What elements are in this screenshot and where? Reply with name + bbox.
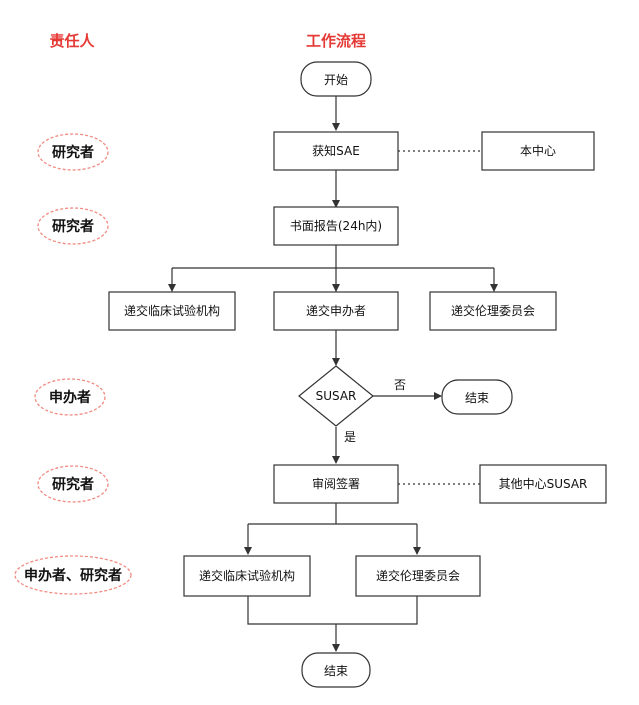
edge-label-no: 否 <box>394 378 406 392</box>
node-end-2-label: 结束 <box>324 664 348 678</box>
role-researcher-2-label: 研究者 <box>52 218 94 235</box>
node-other-centers-susar: 其他中心SUSAR <box>479 464 607 504</box>
node-submit-institution-1-label: 递交临床试验机构 <box>124 303 220 318</box>
node-other-centers-susar-label: 其他中心SUSAR <box>499 476 588 491</box>
role-sponsor-researcher: 申办者、研究者 <box>14 555 132 595</box>
role-researcher-3-label: 研究者 <box>52 476 94 493</box>
node-susar-label: SUSAR <box>316 389 357 403</box>
edge-label-yes: 是 <box>344 430 356 444</box>
node-submit-institution-1: 递交临床试验机构 <box>108 291 236 331</box>
role-sponsor-label: 申办者 <box>49 389 91 406</box>
node-submit-ethics-2: 递交伦理委员会 <box>355 555 481 597</box>
edge-merge <box>247 596 418 625</box>
node-submit-institution-2: 递交临床试验机构 <box>183 555 311 597</box>
node-end-2: 结束 <box>301 652 371 688</box>
node-submit-ethics-1-label: 递交伦理委员会 <box>451 303 535 318</box>
node-obtain-sae: 获知SAE <box>273 131 399 171</box>
node-submit-sponsor: 递交申办者 <box>273 291 399 331</box>
node-submit-ethics-2-label: 递交伦理委员会 <box>376 568 460 583</box>
node-center-label: 本中心 <box>520 143 556 158</box>
role-researcher-1: 研究者 <box>37 133 109 171</box>
header-responsible: 责任人 <box>49 32 95 50</box>
node-start: 开始 <box>300 61 372 97</box>
role-researcher-2: 研究者 <box>37 207 109 245</box>
node-submit-ethics-1: 递交伦理委员会 <box>429 291 557 331</box>
role-researcher-3: 研究者 <box>37 465 109 503</box>
node-obtain-sae-label: 获知SAE <box>312 144 360 158</box>
node-written-report-label: 书面报告(24h内) <box>290 218 382 233</box>
node-end-1: 结束 <box>441 379 513 415</box>
node-end-1-label: 结束 <box>465 391 489 405</box>
role-sponsor-researcher-label: 申办者、研究者 <box>24 567 122 584</box>
node-susar-decision: SUSAR <box>298 365 374 427</box>
node-submit-sponsor-label: 递交申办者 <box>306 303 366 318</box>
node-review-sign: 审阅签署 <box>273 464 399 504</box>
header-workflow: 工作流程 <box>306 32 366 50</box>
node-start-label: 开始 <box>324 73 348 87</box>
node-center: 本中心 <box>481 131 595 171</box>
node-review-sign-label: 审阅签署 <box>312 476 360 491</box>
connectors <box>168 96 498 652</box>
role-sponsor: 申办者 <box>34 378 106 416</box>
role-researcher-1-label: 研究者 <box>52 144 94 161</box>
node-submit-institution-2-label: 递交临床试验机构 <box>199 568 295 583</box>
node-written-report: 书面报告(24h内) <box>273 206 399 246</box>
